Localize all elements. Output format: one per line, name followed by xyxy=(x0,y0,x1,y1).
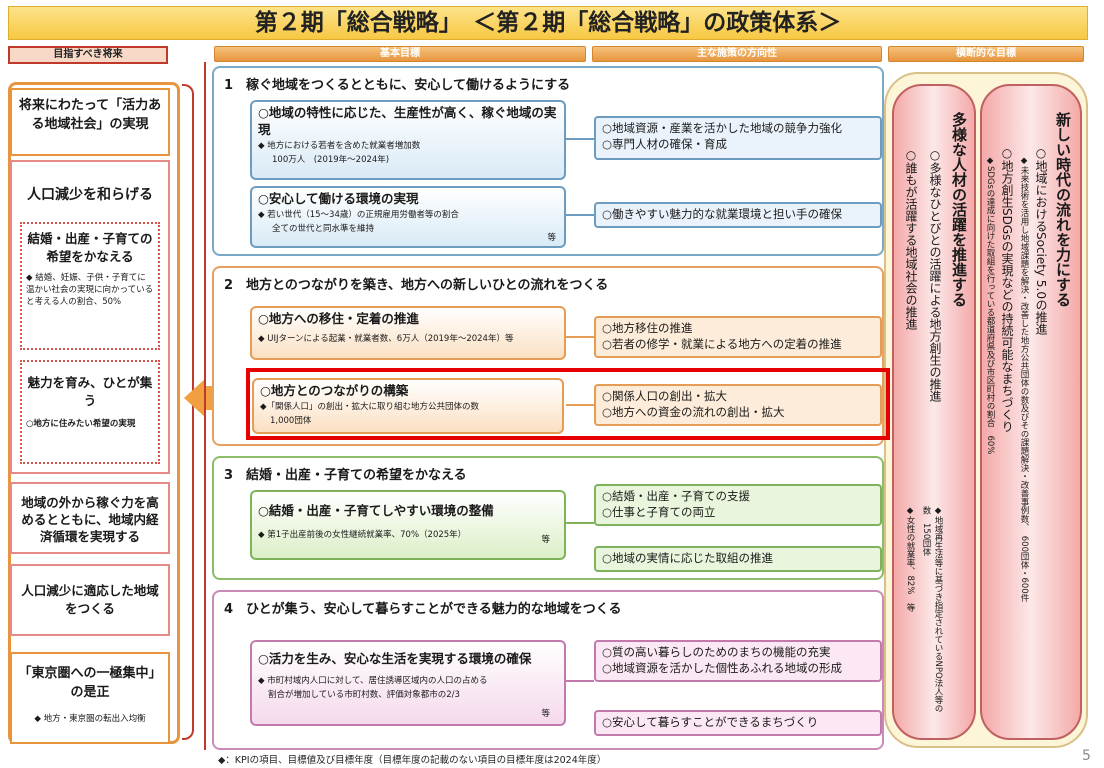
section-2-title: 2 地方とのつながりを築き、地方への新しいひとの流れをつくる xyxy=(224,278,609,293)
connector xyxy=(566,680,594,682)
goal-2-2-kpi1: ◆「関係人口」の創出・拡大に取り組む地方公共団体の数 xyxy=(260,402,480,412)
connector xyxy=(566,214,594,216)
cross-col1-kpi1: ◆地域再生法等に基づき指定されているNPO法人等の数 150団体 xyxy=(921,506,943,713)
section-4-title: 4 ひとが集う、安心して暮らすことができる魅力的な地域をつくる xyxy=(224,602,622,617)
goal-1-2: ○安心して働ける環境の実現 ◆ 若い世代（15～34歳）の正規雇用労働者等の割合… xyxy=(250,186,566,248)
connector xyxy=(566,522,594,524)
policy-1-1-item1: ○地域資源・産業を活かした地域の競争力強化 xyxy=(602,121,843,135)
policy-1-1-item2: ○専門人材の確保・育成 xyxy=(602,137,728,151)
header-policy-direction: 主な施策の方向性 xyxy=(592,46,882,62)
goal-2-1-kpi1: ◆ UIJターンによる起業・就業者数、6万人（2019年～2024年）等 xyxy=(258,334,514,344)
goal-2-1: ○地方への移住・定着の推進 ◆ UIJターンによる起業・就業者数、6万人（201… xyxy=(250,306,566,360)
policy-4-1-item2: ○地域資源を活かした個性あふれる地域の形成 xyxy=(602,661,843,675)
goal-1-2-etc: 等 xyxy=(547,233,556,243)
goal-2-2: ○地方とのつながりの構築 ◆「関係人口」の創出・拡大に取り組む地方公共団体の数 … xyxy=(252,378,564,434)
cross-col1-item1: ○多様なひとびとの活躍による地方創生の推進 xyxy=(928,148,942,402)
cross-column-diverse-talent: 多様な人材の活躍を推進する ○多様なひとびとの活躍による地方創生の推進 ○誰もが… xyxy=(892,84,976,740)
future-box-tokyo: 「東京圏への一極集中」の是正 ◆ 地方・東京圏の転出入均衡 xyxy=(10,652,170,744)
cross-col1-item2: ○誰もが活躍する地域社会の推進 xyxy=(904,148,918,330)
section-3-title: 3 結婚・出産・子育ての希望をかなえる xyxy=(224,468,467,483)
attract-title: 魅力を育み、ひとが集う xyxy=(27,375,153,408)
policy-4-1-item1: ○質の高い暮らしのためのまちの機能の充実 xyxy=(602,645,831,659)
policy-1-2-item1: ○働きやすい魅力的な就業環境と担い手の確保 xyxy=(602,207,843,221)
future-box-marriage: 結婚・出産・子育ての希望をかなえる ◆ 結婚、妊娠、子供・子育てに温かい社会の実… xyxy=(20,222,160,350)
goal-3-1-kpi1: ◆ 第1子出産前後の女性継続就業率、70%（2025年） xyxy=(258,530,467,540)
connector xyxy=(566,404,594,406)
goal-3-1-etc: 等 xyxy=(541,535,550,545)
future-box-vibrant-society: 将来にわたって「活力ある地域社会」の実現 xyxy=(10,88,170,156)
policy-2-1: ○地方移住の推進 ○若者の修学・就業による地方への定着の推進 xyxy=(594,316,882,358)
future-box-earning-power: 地域の外から稼ぐ力を高めるとともに、地域内経済循環を実現する xyxy=(10,482,170,554)
marriage-title: 結婚・出産・子育ての希望をかなえる xyxy=(27,231,153,264)
goal-1-1-kpi1: ◆ 地方における若者を含めた就業者増加数 xyxy=(258,141,421,151)
header-basic-goals: 基本目標 xyxy=(214,46,586,62)
goal-1-1-name: ○地域の特性に応じた、生産性が高く、稼ぐ地域の実現 xyxy=(258,105,557,137)
cross-col2-title: 新しい時代の流れを力にする xyxy=(1054,112,1072,307)
goal-4-1-etc: 等 xyxy=(541,709,550,719)
goal-1-1: ○地域の特性に応じた、生産性が高く、稼ぐ地域の実現 ◆ 地方における若者を含めた… xyxy=(250,100,566,180)
future-box-adapt: 人口減少に適応した地域をつくる xyxy=(10,564,170,636)
cross-col2-kpi1: ◆未来技術を活用し地域課題を解決・改善した地方公共団体の数及びその課題解決・改善… xyxy=(1019,156,1029,603)
cross-column-new-era: 新しい時代の流れを力にする ○地域におけるSociety 5.0の推進 ◆未来技… xyxy=(980,84,1082,740)
footnote: ◆：KPIの項目、目標値及び目標年度（目標年度の記載のない項目の目標年度は202… xyxy=(218,755,607,766)
connector xyxy=(566,138,594,140)
policy-3-1-item1: ○結婚・出産・子育ての支援 xyxy=(602,489,751,503)
connector xyxy=(566,336,594,338)
policy-3-2-item1: ○地域の実情に応じた取組の推進 xyxy=(602,551,774,565)
goal-4-1-kpi2: 割合が増加している市町村数、評価対象都市の2/3 xyxy=(268,690,460,700)
arrow-left-icon xyxy=(184,378,206,418)
cross-col2-item1: ○地域におけるSociety 5.0の推進 xyxy=(1034,146,1048,335)
policy-1-1: ○地域資源・産業を活かした地域の競争力強化 ○専門人材の確保・育成 xyxy=(594,116,882,160)
policy-3-1-item2: ○仕事と子育ての両立 xyxy=(602,505,716,519)
cross-col2-kpi2: ◆SDGsの達成に向けた取組を行っている都道府県及び市区町村の割合 60% xyxy=(985,156,995,455)
highlight-frame xyxy=(246,368,890,440)
cross-col1-kpi2: ◆女性の就業率、82% 等 xyxy=(905,506,915,612)
goal-3-1: ○結婚・出産・子育てしやすい環境の整備 ◆ 第1子出産前後の女性継続就業率、70… xyxy=(250,490,566,560)
section-1-title: 1 稼ぐ地域をつくるとともに、安心して働けるようにする xyxy=(224,78,571,93)
goal-4-1: ○活力を生み、安心な生活を実現する環境の確保 ◆ 市町村域内人口に対して、居住誘… xyxy=(250,640,566,726)
policy-3-1: ○結婚・出産・子育ての支援 ○仕事と子育ての両立 xyxy=(594,484,882,526)
goal-2-2-kpi2: 1,000団体 xyxy=(270,416,312,426)
mitigate-decline-title: 人口減少を和らげる xyxy=(27,187,153,203)
header-future: 目指すべき将来 xyxy=(8,46,168,64)
header-cross-goals: 横断的な目標 xyxy=(888,46,1084,62)
cross-col2-item2: ○地方創生SDGsの実現などの持続可能なまちづくり xyxy=(1000,146,1014,433)
policy-4-2-item1: ○安心して暮らすことができるまちづくり xyxy=(602,715,819,729)
marriage-kpi: ◆ 結婚、妊娠、子供・子育てに温かい社会の実現に向かっていると考える人の割合、5… xyxy=(26,273,154,307)
policy-2-2: ○関係人口の創出・拡大 ○地方への資金の流れの創出・拡大 xyxy=(594,384,882,426)
goal-3-1-name: ○結婚・出産・子育てしやすい環境の整備 xyxy=(258,503,494,518)
attract-kpi: ○地方に住みたい希望の実現 xyxy=(26,419,136,429)
policy-2-1-item1: ○地方移住の推進 xyxy=(602,321,693,335)
goal-1-2-kpi1: ◆ 若い世代（15～34歳）の正規雇用労働者等の割合 xyxy=(258,210,459,220)
page-number: 5 xyxy=(1082,748,1091,764)
page-title: 第２期「総合戦略」 ＜第２期「総合戦略」の政策体系＞ xyxy=(8,6,1088,40)
future-box-attract: 魅力を育み、ひとが集う ○地方に住みたい希望の実現 xyxy=(20,360,160,464)
goal-2-2-name: ○地方とのつながりの構築 xyxy=(260,383,409,398)
policy-2-2-item1: ○関係人口の創出・拡大 xyxy=(602,389,728,403)
policy-2-2-item2: ○地方への資金の流れの創出・拡大 xyxy=(602,405,785,419)
tokyo-title: 「東京圏への一極集中」の是正 xyxy=(18,666,162,700)
policy-4-2: ○安心して暮らすことができるまちづくり xyxy=(594,710,882,736)
goal-1-2-name: ○安心して働ける環境の実現 xyxy=(258,191,419,206)
goal-4-1-name: ○活力を生み、安心な生活を実現する環境の確保 xyxy=(258,651,532,666)
goal-2-1-name: ○地方への移住・定着の推進 xyxy=(258,311,419,326)
policy-1-2: ○働きやすい魅力的な就業環境と担い手の確保 xyxy=(594,202,882,228)
policy-4-1: ○質の高い暮らしのためのまちの機能の充実 ○地域資源を活かした個性あふれる地域の… xyxy=(594,640,882,682)
policy-3-2: ○地域の実情に応じた取組の推進 xyxy=(594,546,882,572)
goal-1-1-kpi2: 100万人 (2019年～2024年) xyxy=(272,155,390,165)
tokyo-kpi: ◆ 地方・東京圏の転出入均衡 xyxy=(34,714,146,724)
policy-2-1-item2: ○若者の修学・就業による地方への定着の推進 xyxy=(602,337,842,351)
goal-4-1-kpi1: ◆ 市町村域内人口に対して、居住誘導区域内の人口の占める xyxy=(258,676,488,686)
goal-1-2-kpi2: 全ての世代と同水準を維持 xyxy=(272,224,375,234)
connector-vertical xyxy=(204,62,206,750)
arrow-stem xyxy=(204,386,214,410)
cross-col1-title: 多様な人材の活躍を推進する xyxy=(950,112,968,307)
